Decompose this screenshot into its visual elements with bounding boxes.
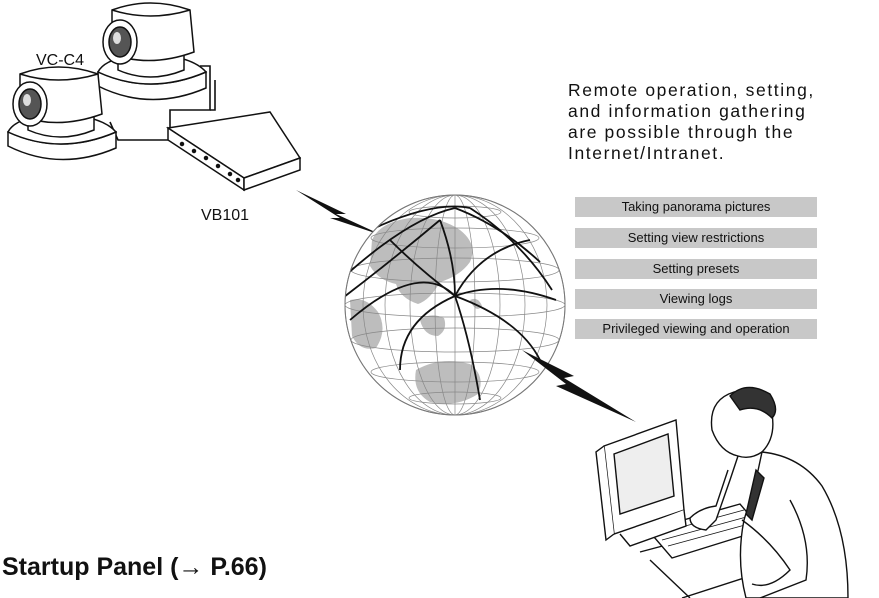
network-link-upper — [296, 190, 384, 236]
camera-lower-icon — [6, 66, 118, 161]
camera-model-label: VC-C4 — [36, 52, 85, 69]
feature-box: Setting presets — [575, 259, 817, 279]
camera-upper-icon — [96, 2, 208, 101]
feature-box: Privileged viewing and operation — [575, 319, 817, 339]
description-line: Internet/Intranet. — [568, 143, 726, 163]
description-line: Remote operation, setting, — [568, 80, 815, 100]
description-text: Remote operation, setting, and informati… — [568, 80, 878, 164]
vb101-server-icon — [165, 111, 302, 192]
description-line: are possible through the — [568, 122, 795, 142]
description-line: and information gathering — [568, 101, 807, 121]
feature-box: Viewing logs — [575, 289, 817, 309]
section-heading: Startup Panel (→ P.66) — [2, 553, 267, 581]
network-link-lower — [522, 350, 636, 422]
globe-icon — [344, 194, 566, 416]
user-computer-icon — [595, 386, 849, 598]
feature-box: Setting view restrictions — [575, 228, 817, 248]
feature-box: Taking panorama pictures — [575, 197, 817, 217]
server-model-label: VB101 — [201, 207, 250, 224]
